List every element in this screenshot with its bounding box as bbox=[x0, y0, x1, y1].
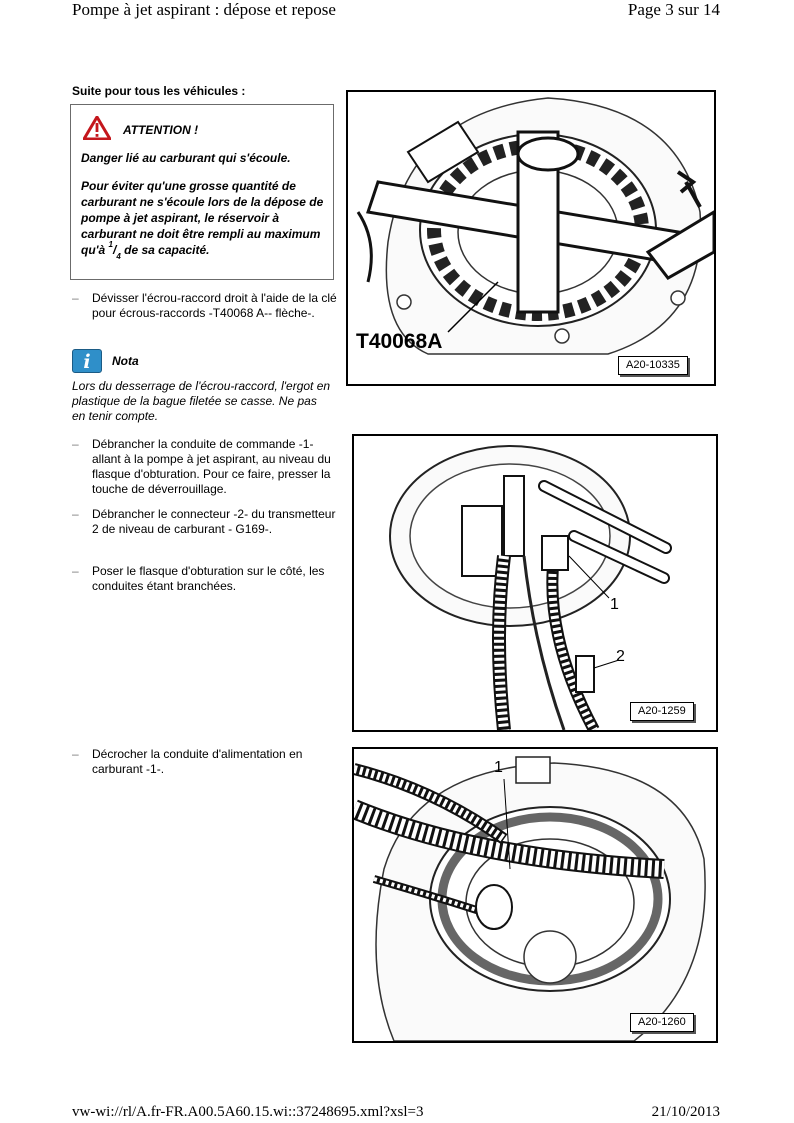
footer-date: 21/10/2013 bbox=[651, 1104, 720, 1120]
step-unhook-supply-line: – Décrocher la conduite d'alimentation e… bbox=[72, 747, 342, 777]
figure-drawing bbox=[356, 97, 714, 355]
list-dash: – bbox=[72, 747, 79, 761]
section-title: Suite pour tous les véhicules : bbox=[72, 84, 246, 98]
figure-code: A20-1260 bbox=[630, 1013, 694, 1032]
step-text: Débrancher la conduite de commande -1- a… bbox=[92, 437, 331, 496]
warning-body: Pour éviter qu'une grosse quantité de ca… bbox=[81, 178, 331, 262]
info-icon: i bbox=[72, 349, 102, 373]
info-glyph: i bbox=[83, 351, 91, 373]
list-dash: – bbox=[72, 291, 79, 305]
step-set-aside-flange: – Poser le flasque d'obturation sur le c… bbox=[72, 564, 342, 594]
page-number: Page 3 sur 14 bbox=[627, 0, 720, 19]
footer-url: vw-wi://rl/A.fr-FR.A00.5A60.15.wi::37248… bbox=[72, 1104, 424, 1120]
figure-drawing bbox=[389, 445, 672, 730]
note-text: Lors du desserrage de l'écrou-raccord, l… bbox=[72, 379, 331, 423]
figure-code: A20-1259 bbox=[630, 702, 694, 721]
list-dash: – bbox=[72, 507, 79, 521]
warning-header: ATTENTION ! bbox=[71, 105, 333, 142]
warning-title: ATTENTION ! bbox=[123, 123, 199, 137]
list-dash: – bbox=[72, 437, 79, 451]
page-title: Pompe à jet aspirant : dépose et repose bbox=[72, 0, 336, 19]
tool-label: T40068A bbox=[356, 330, 443, 353]
callout-1: 1 bbox=[610, 596, 619, 613]
step-disconnect-line: – Débrancher la conduite de commande -1-… bbox=[72, 437, 342, 497]
warning-box: ATTENTION ! Danger lié au carburant qui … bbox=[70, 104, 334, 280]
step-unscrew-nut: – Dévisser l'écrou-raccord droit à l'aid… bbox=[72, 291, 342, 321]
callout-1: 1 bbox=[494, 759, 503, 776]
figure-supply-line: 1 A20-1260 bbox=[352, 747, 718, 1043]
figure-disconnect-line: 1 2 A20-1259 bbox=[352, 434, 718, 732]
step-text: Poser le flasque d'obturation sur le côt… bbox=[92, 564, 325, 593]
step-text: Dévisser l'écrou-raccord droit à l'aide … bbox=[92, 291, 337, 320]
fraction-numerator: 1 bbox=[108, 240, 113, 249]
fraction-quarter: 1/4 bbox=[108, 240, 121, 262]
callout-2: 2 bbox=[616, 648, 625, 665]
warning-danger-text: Danger lié au carburant qui s'écoule. bbox=[81, 151, 291, 165]
figure-code: A20-10335 bbox=[618, 356, 688, 375]
warning-body-end: de sa capacité. bbox=[124, 243, 210, 257]
fraction-denominator: 4 bbox=[116, 252, 121, 262]
step-text: Décrocher la conduite d'alimentation en … bbox=[92, 747, 303, 776]
warning-body-text: Pour éviter qu'une grosse quantité de ca… bbox=[81, 179, 324, 257]
note-title: Nota bbox=[112, 354, 139, 368]
figure-tool-on-flange: T40068A A20-10335 bbox=[346, 90, 716, 386]
step-text: Débrancher le connecteur -2- du transmet… bbox=[92, 507, 336, 536]
step-disconnect-connector: – Débrancher le connecteur -2- du transm… bbox=[72, 507, 342, 537]
list-dash: – bbox=[72, 564, 79, 578]
figure-drawing bbox=[354, 756, 706, 1041]
warning-triangle-icon bbox=[83, 116, 111, 140]
